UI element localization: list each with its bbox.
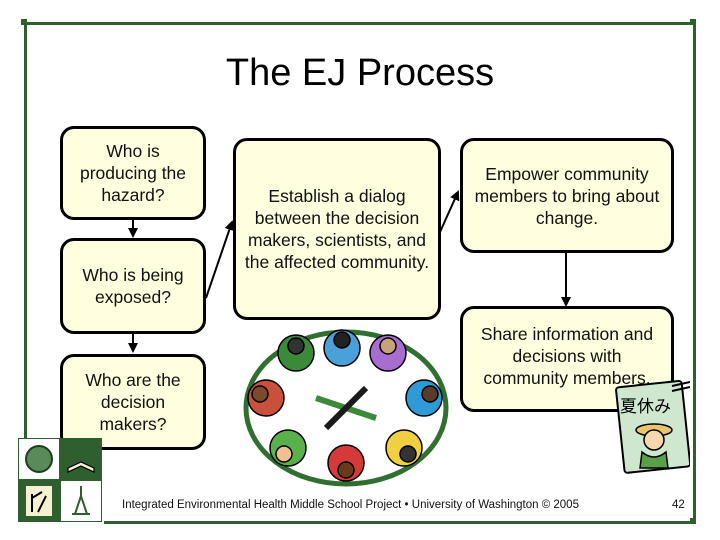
community-circle-illustration: [243, 329, 449, 487]
frame-right-line: [693, 22, 696, 522]
box-share-information-text: Share information and decisions with com…: [480, 324, 654, 388]
arrow-dialog-to-empower: [439, 190, 460, 233]
frame-left-line: [24, 22, 27, 442]
frame-corner-tl: [21, 19, 27, 25]
box-who-exposed-text: Who is being exposed?: [82, 265, 184, 307]
box-share-information: Share information and decisions with com…: [460, 306, 674, 412]
box-empower: Empower community members to bring about…: [460, 138, 674, 253]
box-decision-makers: Who are the decision makers?: [60, 354, 206, 450]
poster-text: 夏休み: [620, 397, 671, 417]
frame-corner-tr: [690, 19, 696, 25]
box-empower-text: Empower community members to bring about…: [474, 163, 660, 228]
frame-top-line: [24, 22, 696, 25]
page-number: 42: [672, 499, 685, 511]
frame-bottom-line: [104, 521, 696, 524]
box-who-producing: Who is producing the hazard?: [60, 126, 206, 220]
frame-corner-br: [690, 518, 696, 524]
box-establish-dialog-text: Establish a dialog between the decision …: [244, 186, 430, 272]
footer-credit: Integrated Environmental Health Middle S…: [122, 499, 579, 511]
box-decision-makers-text: Who are the decision makers?: [85, 370, 181, 434]
poster-illustration: 夏休み: [615, 379, 690, 474]
box-who-producing-text: Who is producing the hazard?: [79, 141, 187, 205]
arrow-to-dialog: [205, 220, 235, 299]
project-logo: [18, 438, 102, 522]
box-establish-dialog: Establish a dialog between the decision …: [233, 138, 441, 320]
box-who-exposed: Who is being exposed?: [60, 238, 206, 334]
slide-title: The EJ Process: [225, 52, 495, 94]
globe-icon: [25, 445, 53, 473]
